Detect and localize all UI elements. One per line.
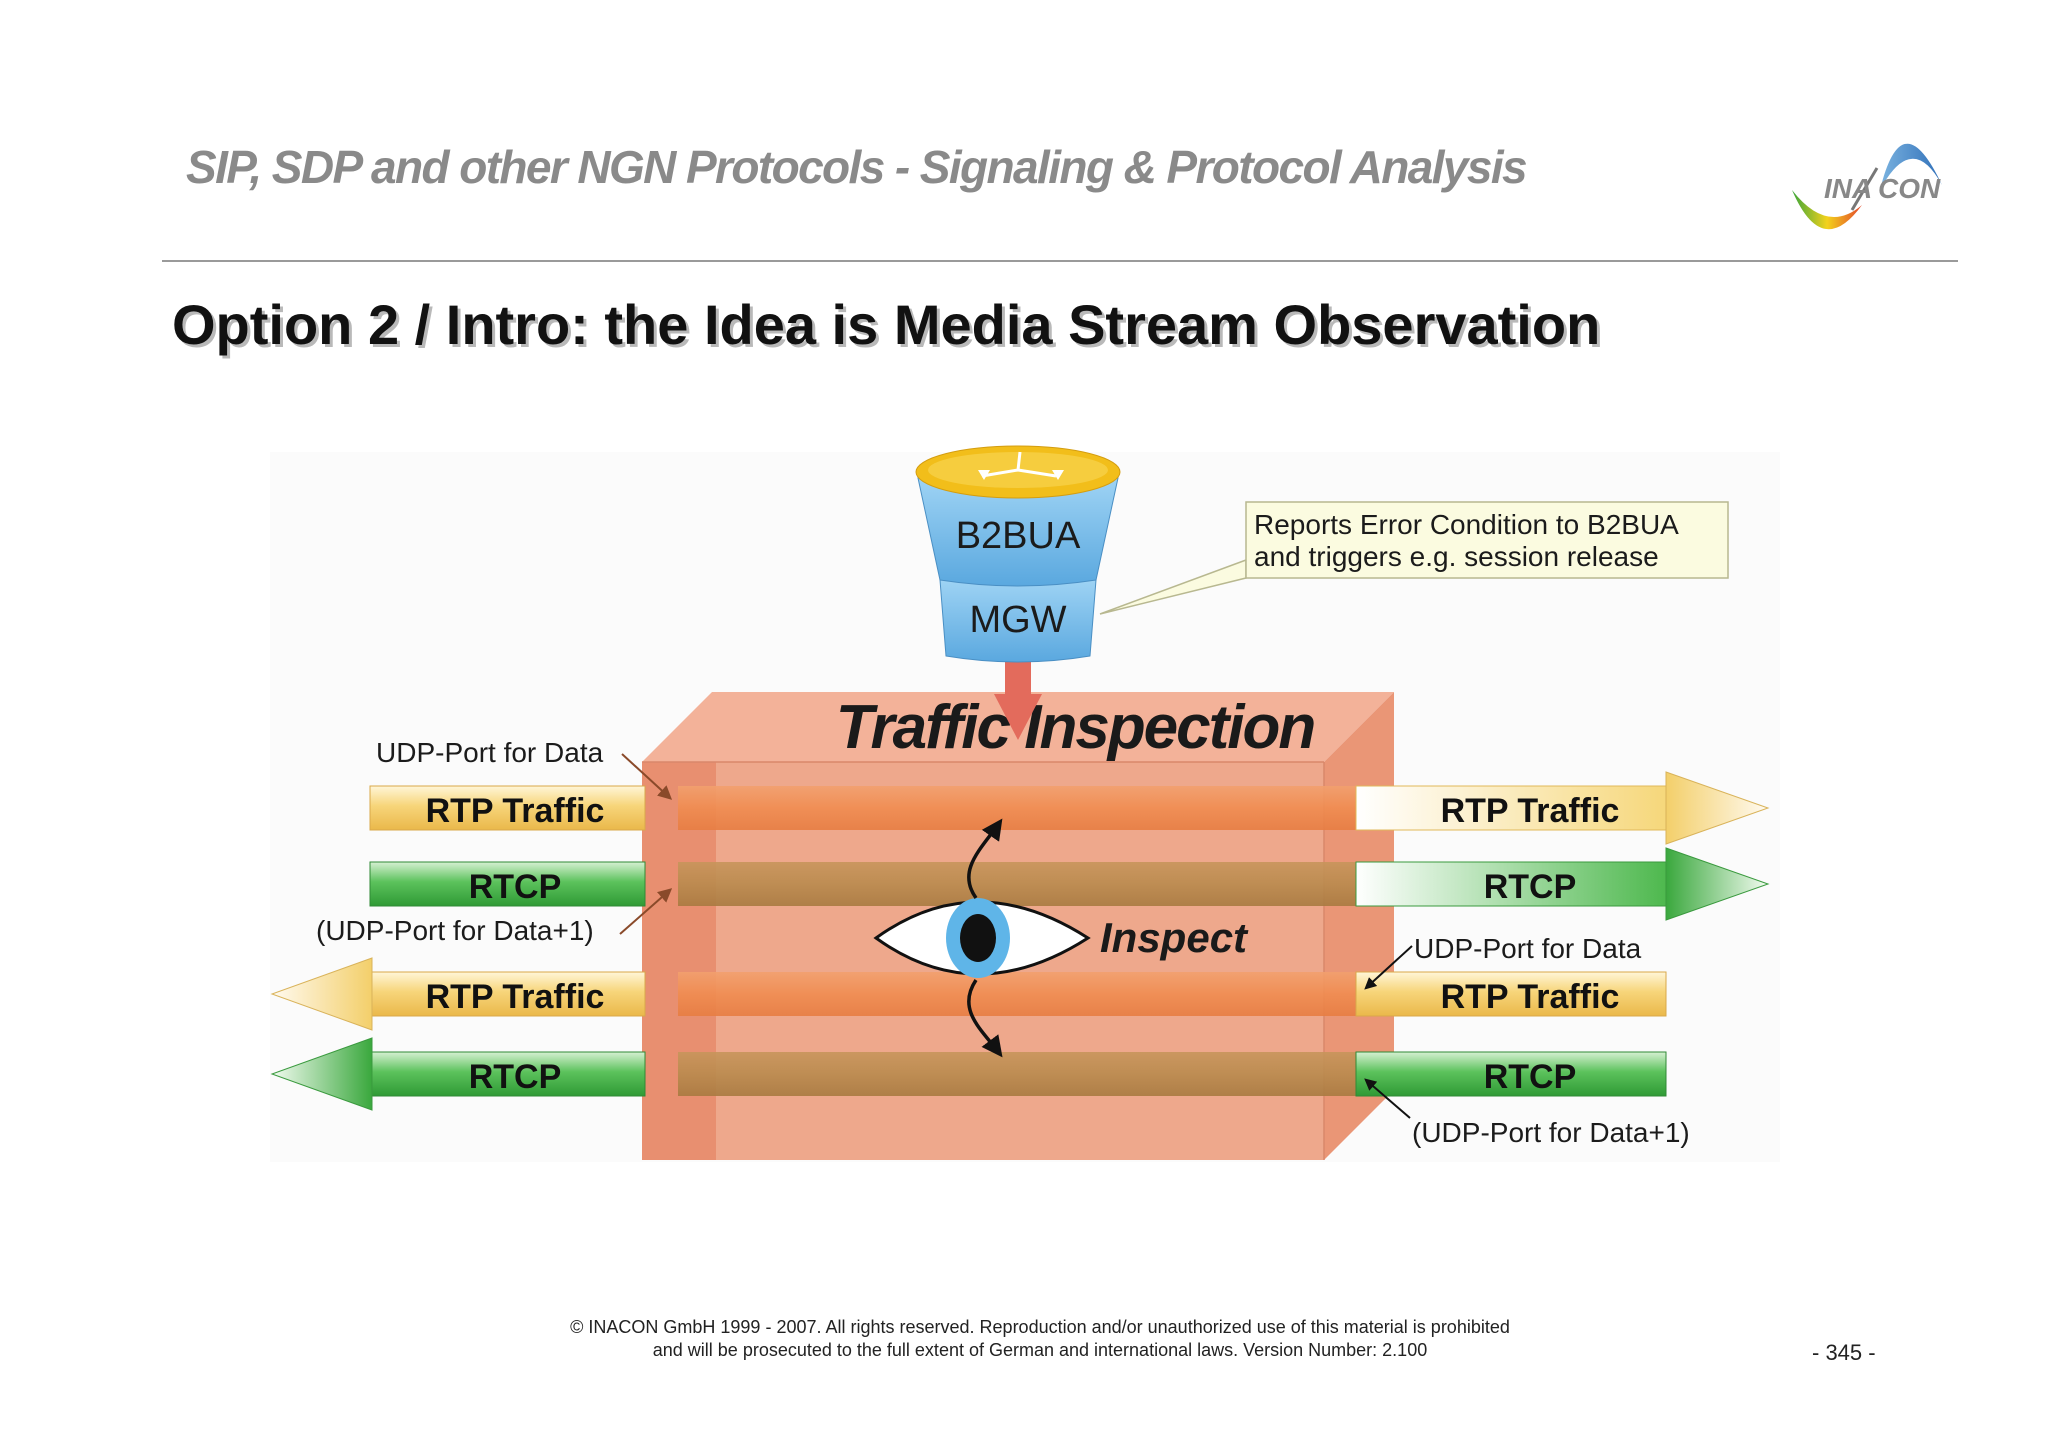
mgw-label: MGW [969,599,1066,641]
right-rtp-out-bar [1355,785,1669,831]
left-rtp-out-label: RTP Traffic [426,978,605,1016]
server-to-box-arrow [994,662,1042,740]
logo-text-con: CON [1878,173,1941,204]
b2bua-label: B2BUA [956,515,1081,557]
inspect-up-arrow [967,818,1003,900]
footer-line-1: © INACON GmbH 1999 - 2007. All rights re… [570,1317,1510,1337]
right-rtp-in-label: RTP Traffic [1441,978,1620,1016]
left-ctrl-port-note: (UDP-Port for Data+1) [316,915,594,946]
left-rtp-out-bar [369,971,646,1017]
right-rtp-in-bar [1355,971,1667,1017]
right-rtcp-out-arrowhead [1665,847,1770,921]
callout-line-2: and triggers e.g. session release [1254,541,1659,572]
right-data-port-note: UDP-Port for Data [1414,933,1642,964]
left-rtcp-in-label: RTCP [469,868,562,906]
left-ctrl-port-pointer [619,888,673,935]
left-rtcp-out-arrowhead [270,1037,373,1111]
right-rtcp-in-bar [1355,1051,1667,1097]
course-header-title: SIP, SDP and other NGN Protocols - Signa… [186,141,1528,193]
left-rtcp-in-bar [369,861,646,907]
header-divider [162,260,1958,262]
right-streams [1355,771,1770,1097]
error-report-callout: Reports Error Condition to B2BUA and tri… [1099,501,1729,615]
right-data-port-pointer [1364,945,1413,990]
left-data-port-pointer [621,753,673,800]
right-ctrl-port-pointer [1364,1078,1411,1119]
right-ctrl-port-note: (UDP-Port for Data+1) [1412,1117,1690,1148]
left-streams [270,785,646,1111]
left-rtp-in-bar [369,785,646,831]
right-rtcp-out-bar [1355,861,1669,907]
left-rtcp-out-bar [369,1051,646,1097]
page-number: - 345 - [1812,1340,1876,1365]
inacon-logo: INA CON [1792,143,1942,230]
right-rtcp-out-label: RTCP [1484,868,1577,906]
inspect-eye-icon [873,898,1091,978]
inspect-down-arrow [967,979,1003,1058]
left-data-port-note: UDP-Port for Data [376,737,604,768]
left-rtp-in-label: RTP Traffic [426,792,605,830]
b2bua-mgw-server: B2BUA MGW [915,445,1121,663]
footer-line-2: and will be prosecuted to the full exten… [652,1340,1428,1360]
copyright-footer: © INACON GmbH 1999 - 2007. All rights re… [420,1316,1660,1362]
left-rtp-out-arrowhead [270,957,373,1031]
traffic-inspection-title: Traffic Inspection [836,693,1315,762]
inspect-label: Inspect [1100,914,1249,961]
slide-title: Option 2 / Intro: the Idea is Media Stre… [172,293,1601,356]
inspection-pipes [678,786,1358,1096]
right-rtp-out-label: RTP Traffic [1441,792,1620,830]
callout-line-1: Reports Error Condition to B2BUA [1254,509,1679,540]
left-rtcp-out-label: RTCP [469,1058,562,1096]
right-rtcp-in-label: RTCP [1484,1058,1577,1096]
logo-text-ina: INA [1824,173,1872,204]
right-rtp-out-arrowhead [1665,771,1770,845]
